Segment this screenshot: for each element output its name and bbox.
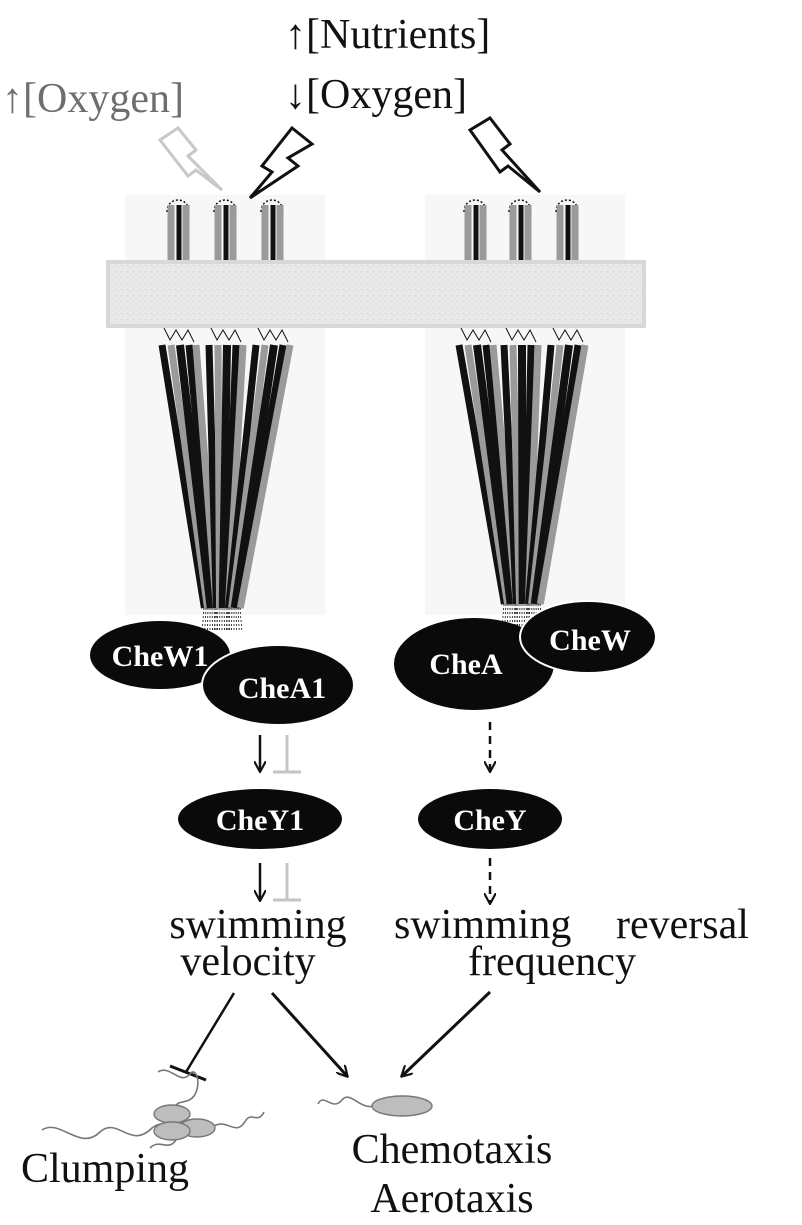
chemoreceptor: [158, 199, 220, 631]
chemoreceptor: [524, 199, 589, 627]
chew-label: CheW: [549, 624, 631, 657]
swimming-cell-icon: [317, 1095, 433, 1117]
left-oxygen-label: ↑[Oxygen]: [2, 76, 184, 122]
chey1-label: CheY1: [216, 804, 304, 837]
right-output-line1: swimming: [394, 902, 571, 948]
arrow-reversal-chemotaxis: [402, 990, 492, 1076]
chea1-protein: [201, 644, 355, 726]
top-oxygen-label: ↓[Oxygen]: [285, 72, 467, 118]
left-output-line1: swimming: [169, 902, 346, 948]
left-output-line2: velocity: [180, 939, 315, 985]
chey-protein: [418, 789, 562, 849]
left-receptor-array: [158, 199, 294, 631]
lightning-bolt-right-icon: [467, 116, 542, 194]
inhibition-velocity-clumping: [169, 992, 236, 1082]
cell-membrane: [106, 260, 646, 328]
aerotaxis-label: Aerotaxis: [370, 1176, 533, 1222]
chemotaxis-label: Chemotaxis: [352, 1127, 553, 1173]
chey1-protein: [178, 789, 342, 849]
chemoreceptor: [500, 199, 542, 627]
arrow-velocity-chemotaxis: [270, 991, 347, 1076]
lightning-bolt-gray-icon: [157, 125, 224, 192]
lightning-bolt-left-icon: [248, 125, 315, 200]
chemoreceptor: [224, 199, 294, 631]
chew1-label: CheW1: [112, 640, 209, 673]
nutrients-label: ↑[Nutrients]: [285, 12, 490, 58]
chew-protein: [519, 600, 657, 674]
clumping-label: Clumping: [21, 1146, 189, 1192]
right-output-line2: frequency: [468, 939, 636, 985]
chea-label: CheA: [429, 648, 503, 681]
right-receptor-array: [455, 199, 589, 627]
chew1-protein: [90, 621, 230, 689]
right-output-line1b: reversal: [616, 902, 749, 948]
clumping-cells-icon: [41, 1069, 265, 1149]
chea1-label: CheA1: [238, 672, 326, 705]
inhibition-gray-chey1-velocity: [273, 863, 301, 902]
chey-label: CheY: [453, 804, 527, 837]
chea-protein: [394, 618, 554, 710]
inhibition-gray-chea1-chey1: [273, 735, 301, 774]
